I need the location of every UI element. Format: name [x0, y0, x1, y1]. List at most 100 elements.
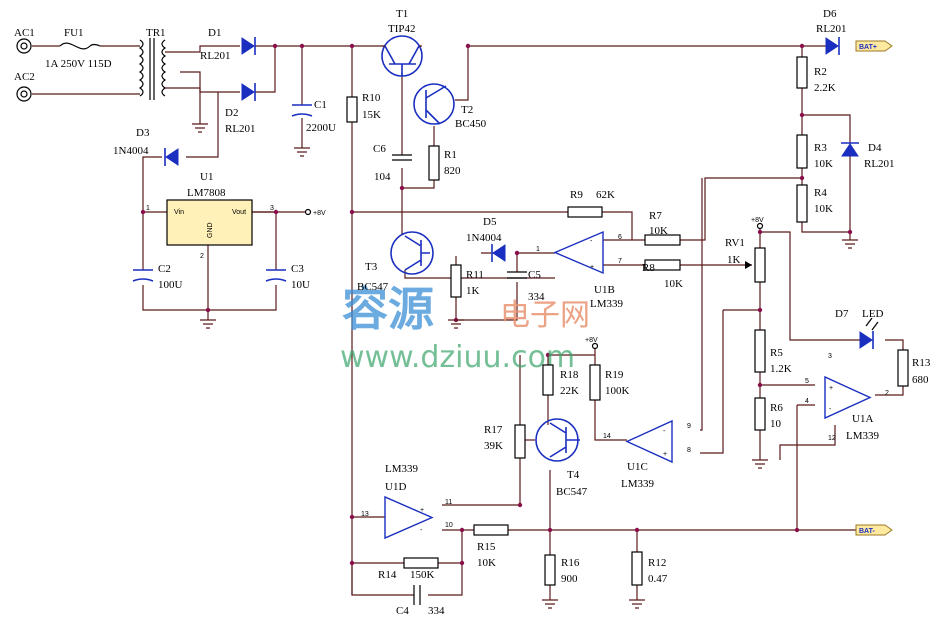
label-d6-val: RL201: [816, 23, 847, 35]
capacitor-c3: [265, 269, 287, 282]
resistor-r5: [754, 329, 766, 373]
capacitor-c5-icon: [507, 271, 527, 279]
transformer-primary-icon: [138, 39, 144, 97]
label-plus8v-b: +8V: [751, 217, 764, 224]
resistor-r3: [796, 134, 808, 169]
diode-d2: [241, 83, 256, 101]
resistor-r15: [473, 524, 509, 536]
label-r4: R4: [814, 187, 827, 199]
label-t4: T4: [567, 469, 580, 481]
label-r1: R1: [444, 149, 457, 161]
label-r10-val: 15K: [362, 109, 381, 121]
svg-text:-: -: [663, 428, 666, 435]
label-r15-val: 10K: [477, 557, 496, 569]
label-pin3: 3: [828, 353, 832, 360]
label-u1-vout: Vout: [232, 209, 246, 216]
plus8v-terminal-icon: [304, 208, 312, 216]
label-r16: R16: [561, 557, 580, 569]
label-u1b-val: LM339: [590, 298, 624, 310]
label-pin2: 2: [885, 390, 889, 397]
resistor-r12: [631, 551, 643, 586]
transistor-t2: [413, 83, 455, 125]
component-labels: AC1 AC2 FU1 1A 250V 115D TR1 D1 RL201 D2…: [14, 8, 931, 617]
resistors: [346, 56, 909, 586]
label-r3: R3: [814, 142, 827, 154]
label-fu1: FU1: [64, 27, 84, 39]
label-plus8v-c: +8V: [585, 337, 598, 344]
label-r11: R11: [466, 269, 484, 281]
bat-plus-label: BAT+: [859, 44, 877, 51]
label-r3-val: 10K: [814, 158, 833, 170]
diode-d3: [164, 148, 179, 166]
resistor-r1: [428, 145, 440, 181]
capacitor-c4: [413, 585, 421, 605]
label-u1a-val: LM339: [846, 430, 880, 442]
label-d1-val: RL201: [200, 50, 231, 62]
wiper-arrow-icon: [745, 261, 752, 269]
label-r13-val: 680: [912, 374, 929, 386]
label-r9-val: 62K: [596, 189, 615, 201]
label-d3: D3: [136, 127, 150, 139]
label-r9: R9: [570, 189, 583, 201]
label-r7-val: 10K: [649, 225, 668, 237]
junction-dots: [140, 43, 853, 566]
resistor-r9: [567, 206, 603, 218]
label-t2-val: BC450: [455, 118, 487, 130]
label-r18: R18: [560, 369, 579, 381]
ac2-terminal-icon: [16, 86, 32, 102]
label-d5: D5: [483, 216, 497, 228]
label-d4: D4: [868, 142, 882, 154]
label-r14-val: 150K: [410, 569, 435, 581]
label-d2: D2: [225, 107, 238, 119]
diode-d3-icon: [165, 148, 179, 166]
label-r1-val: 820: [444, 165, 461, 177]
resistor-r17: [514, 424, 526, 459]
svg-text:+: +: [663, 451, 667, 458]
label-r8-val: 10K: [664, 278, 683, 290]
label-r6-val: 10: [770, 418, 782, 430]
label-u1a: U1A: [852, 413, 873, 425]
regulator-u1: [166, 199, 253, 246]
label-t4-val: BC547: [556, 486, 588, 498]
capacitor-c1-icon: [291, 104, 313, 117]
label-r15: R15: [477, 541, 496, 553]
label-t2: T2: [461, 104, 473, 116]
resistor-r10: [346, 96, 358, 123]
wires: [32, 45, 904, 600]
ac-input: [16, 38, 167, 102]
label-pin1: 1: [536, 246, 540, 253]
label-c6: C6: [373, 143, 386, 155]
regulator-u1-body: [166, 199, 253, 246]
label-pin4: 4: [805, 398, 809, 405]
label-pin5: 5: [805, 378, 809, 385]
label-pin7: 7: [618, 258, 622, 265]
transistor-t3: [390, 231, 434, 275]
capacitor-c6-icon: [392, 154, 412, 161]
label-r6: R6: [770, 402, 783, 414]
label-pin13: 13: [361, 511, 369, 518]
capacitor-c3-icon: [265, 269, 287, 282]
label-pin11: 11: [445, 499, 452, 506]
bat-minus-label: BAT-: [859, 528, 875, 535]
label-t1: T1: [396, 8, 408, 20]
label-fu1-val: 1A 250V 115D: [45, 58, 112, 70]
label-r4-val: 10K: [814, 203, 833, 215]
diode-d1-icon: [241, 37, 255, 55]
label-r12-val: 0.47: [648, 573, 668, 585]
label-c2-val: 100U: [158, 279, 183, 291]
ground-icon: [192, 123, 208, 133]
label-tr1: TR1: [146, 27, 166, 39]
ground-icon: [842, 239, 858, 249]
ground-icon: [629, 599, 645, 609]
diode-d6: [825, 37, 840, 55]
opamp-u1a: +-: [824, 375, 872, 420]
resistor-r8: [644, 259, 681, 271]
label-r8: R8: [642, 262, 655, 274]
label-u1-p2: 2: [200, 253, 204, 260]
label-u1-p3: 3: [270, 205, 274, 212]
label-pin6: 6: [618, 234, 622, 241]
label-r12: R12: [648, 557, 666, 569]
resistor-r14: [403, 557, 439, 569]
label-plus8v-a: +8V: [313, 210, 326, 217]
